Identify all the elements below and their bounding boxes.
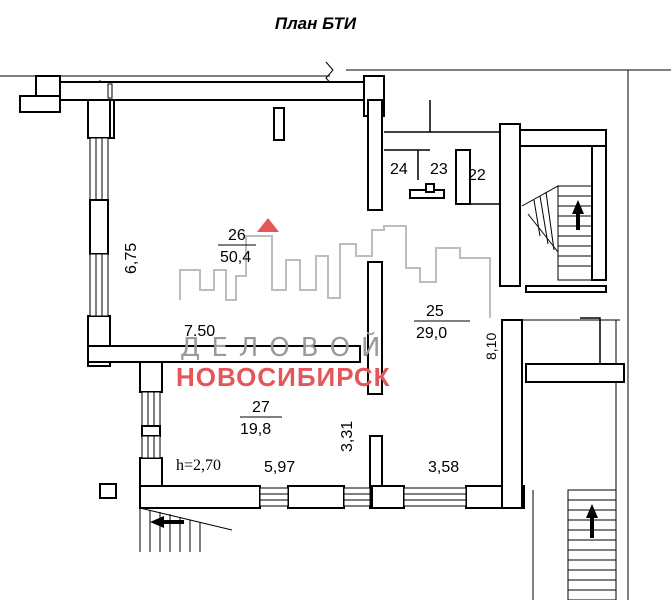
stair-arrows bbox=[150, 200, 598, 538]
room-25-area: 29,0 bbox=[416, 325, 447, 342]
room-22-number: 22 bbox=[468, 167, 486, 184]
ceiling-height: h=2,70 bbox=[176, 457, 221, 474]
dimension-7-50: 7.50 bbox=[184, 323, 215, 340]
room-27-area: 19,8 bbox=[240, 421, 271, 438]
room-25-number: 25 bbox=[426, 303, 444, 320]
dimension-3-31: 3,31 bbox=[339, 421, 356, 452]
plan-title: План БТИ bbox=[274, 14, 357, 33]
dimension-6-75: 6,75 bbox=[123, 243, 140, 274]
dimension-5-97: 5,97 bbox=[264, 459, 295, 476]
walls bbox=[19, 75, 625, 509]
room-23-number: 23 bbox=[430, 161, 448, 178]
windows bbox=[89, 83, 467, 507]
watermark-line2: НОВОСИБИРСК bbox=[176, 362, 391, 392]
room-26-number: 26 bbox=[228, 227, 246, 244]
dimension-8-10: 8,10 bbox=[483, 333, 499, 360]
room-26-area: 50,4 bbox=[220, 249, 251, 266]
room-24-number: 24 bbox=[390, 161, 408, 178]
watermark: ДЕЛОВОЙ НОВОСИБИРСК bbox=[176, 218, 491, 392]
room-27-number: 27 bbox=[252, 399, 270, 416]
room-labels: 26 50,4 25 29,0 27 19,8 24 23 22 6,75 7.… bbox=[123, 161, 499, 476]
dimension-3-58: 3,58 bbox=[428, 459, 459, 476]
watermark-line1: ДЕЛОВОЙ bbox=[180, 331, 392, 363]
partition-lines bbox=[384, 100, 601, 364]
